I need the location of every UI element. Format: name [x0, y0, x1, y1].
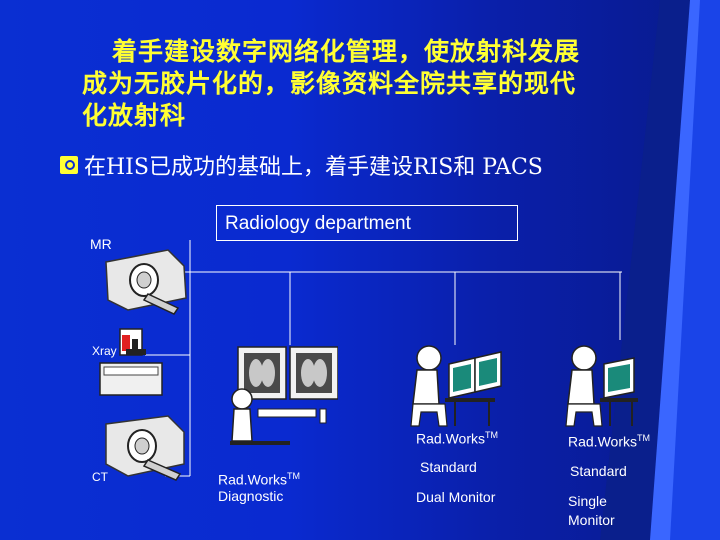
- single-monitor-type-label: Standard: [570, 463, 627, 479]
- trademark: TM: [286, 471, 300, 481]
- radiology-department-label: Radiology department: [216, 205, 518, 241]
- product-name: Rad.Works: [568, 433, 637, 450]
- title-line-1: 着手建设数字网络化管理，使放射科发展: [112, 37, 581, 66]
- trademark: TM: [636, 433, 650, 443]
- dual-monitor-type-label: Standard: [420, 459, 477, 475]
- trademark: TM: [484, 430, 498, 440]
- dual-monitor-product-label: Rad.WorksTM: [416, 430, 498, 447]
- single-monitor-product-label: Rad.WorksTM: [568, 433, 650, 450]
- single-monitor-workstation-icon: [565, 345, 638, 427]
- diagnostic-workstation-icon: [230, 346, 338, 445]
- single-monitor-config-label: Single Monitor: [568, 493, 615, 528]
- workstation-type: Diagnostic: [218, 487, 284, 504]
- dual-monitor-workstation-icon: [410, 345, 502, 427]
- diagnostic-workstation-label: Rad.WorksTM Diagnostic: [218, 468, 300, 504]
- dual-monitor-config-label: Dual Monitor: [416, 489, 496, 505]
- ct-label: CT: [92, 470, 108, 484]
- product-name: Rad.Works: [416, 430, 485, 447]
- xray-label: Xray: [92, 344, 117, 358]
- mr-label: MR: [90, 236, 112, 252]
- bullet-point: 在HIS已成功的基础上，着手建设RIS和 PACS: [60, 150, 543, 180]
- title-line-3: 化放射科: [82, 101, 187, 130]
- xray-machine-icon: [99, 328, 163, 396]
- ct-scanner-icon: [105, 415, 185, 481]
- bullet-text: 在HIS已成功的基础上，着手建设RIS和 PACS: [84, 155, 543, 180]
- slide-title: 着手建设数字网络化管理，使放射科发展 成为无胶片化的，影像资料全院共享的现代 化…: [82, 36, 702, 132]
- mr-scanner-icon: [105, 249, 187, 315]
- title-line-2: 成为无胶片化的，影像资料全院共享的现代: [82, 69, 577, 98]
- product-name: Rad.Works: [218, 471, 287, 488]
- checkbox-bullet-icon: [60, 156, 78, 174]
